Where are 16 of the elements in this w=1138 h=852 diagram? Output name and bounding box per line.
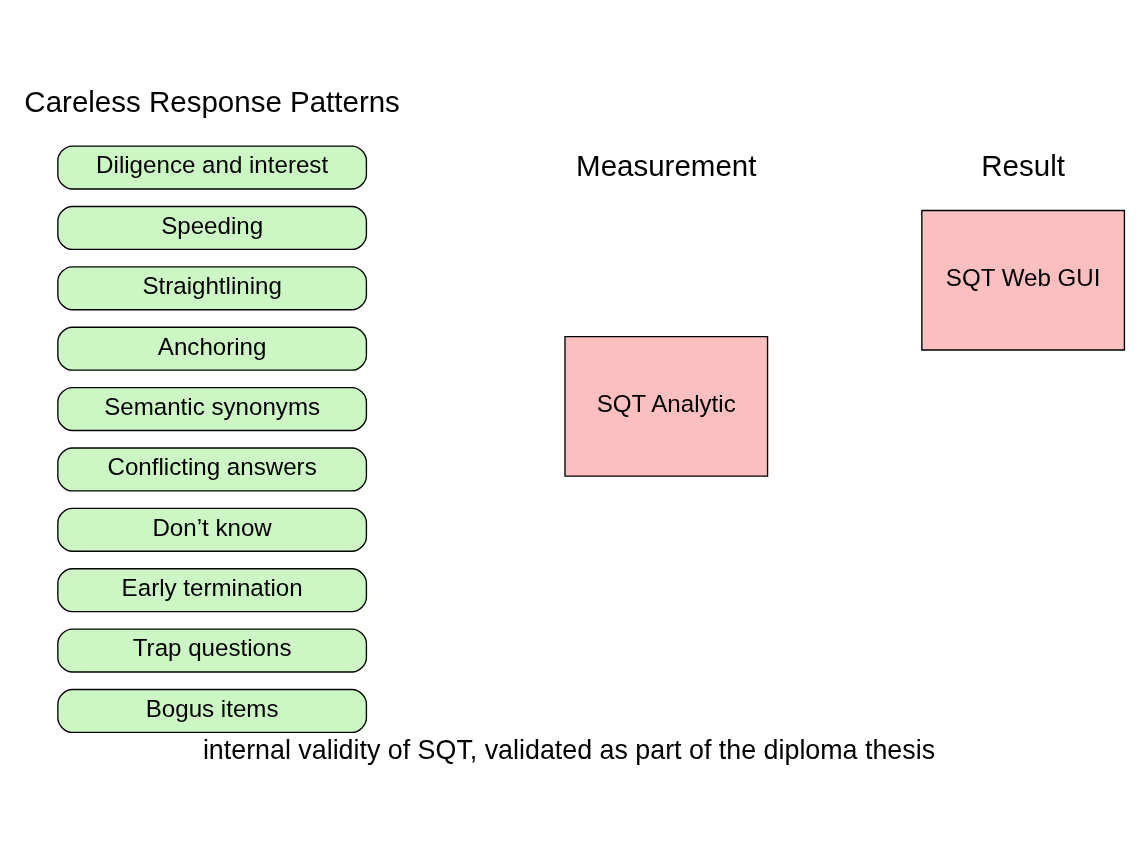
label: Measurement [576, 148, 757, 182]
label: Careless Response Patterns [24, 84, 400, 118]
node-box: Bogus items [57, 688, 368, 733]
node-box: Trap questions [57, 627, 368, 673]
node-box: Conflicting answers [57, 446, 368, 492]
node-box: Semantic synonyms [57, 386, 368, 431]
node-box: Don’t know [57, 507, 368, 552]
node-box: Speeding [57, 205, 368, 250]
node-box: Diligence and interest [57, 144, 368, 190]
node-box: SQT Analytic [564, 335, 769, 477]
node-box: Straightlining [57, 265, 368, 310]
node-box: Anchoring [57, 326, 368, 371]
node-box: SQT Web GUI [921, 209, 1126, 351]
node-box: Early termination [57, 567, 368, 612]
caption: internal validity of SQT, validated as part of the diploma thesis [202, 734, 936, 765]
label: Result [981, 148, 1065, 182]
